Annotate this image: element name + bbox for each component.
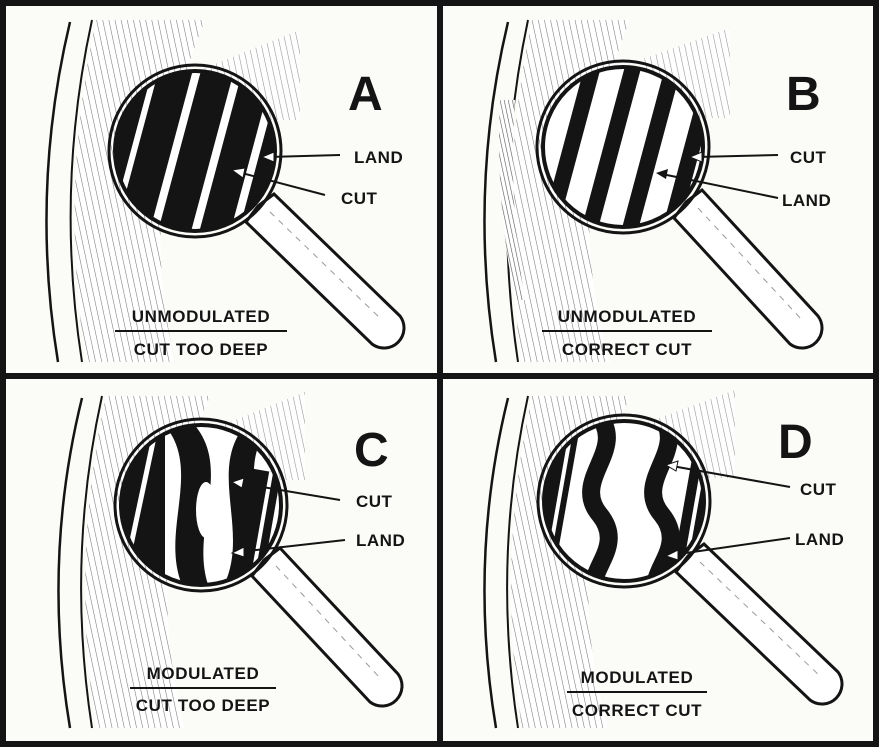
caption-line-2: CUT TOO DEEP	[134, 340, 268, 359]
panel-letter-c: C	[354, 424, 389, 477]
pointer-label-cut: CUT	[800, 480, 837, 499]
caption-line-1: UNMODULATED	[132, 307, 271, 326]
caption-line-1: UNMODULATED	[558, 307, 697, 326]
pointer-label-land: LAND	[795, 530, 844, 549]
pointer-label-cut: CUT	[341, 189, 378, 208]
caption-line-2: CUT TOO DEEP	[136, 696, 270, 715]
caption-line-1: MODULATED	[581, 668, 694, 687]
panel-letter-d: D	[778, 416, 813, 469]
caption-line-2: CORRECT CUT	[562, 340, 692, 359]
panel-letter-b: B	[786, 68, 821, 121]
pointer-label-cut: CUT	[790, 148, 827, 167]
pointer-label-land: LAND	[782, 191, 831, 210]
caption-line-1: MODULATED	[147, 664, 260, 683]
panel-letter-a: A	[348, 68, 383, 121]
pointer-label-land: LAND	[356, 531, 405, 550]
pointer-label-land: LAND	[354, 148, 403, 167]
pointer-label-cut: CUT	[356, 492, 393, 511]
panel-a: A LAND CUT UNMODULATED CUT TOO DEEP	[46, 20, 404, 362]
caption-line-2: CORRECT CUT	[572, 701, 702, 720]
